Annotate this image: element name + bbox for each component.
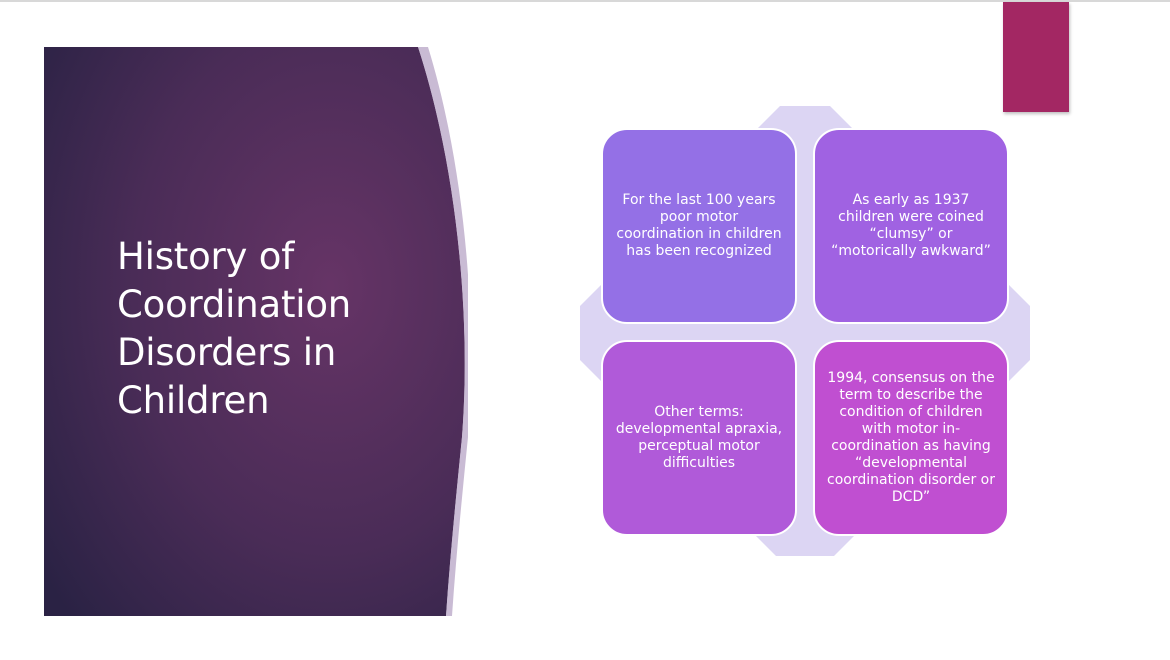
title-panel-background: [44, 47, 468, 616]
slide-title[interactable]: History of Coordination Disorders in Chi…: [117, 235, 352, 422]
history-tile-1-text: For the last 100 years poor motor coordi…: [616, 192, 782, 259]
title-panel: History of Coordination Disorders in Chi…: [44, 47, 468, 616]
history-tile-1[interactable]: For the last 100 years poor motor coordi…: [601, 128, 797, 324]
history-tile-3[interactable]: Other terms: developmental apraxia, perc…: [601, 340, 797, 536]
history-tile-4-text: 1994, consensus on the term to describe …: [827, 370, 996, 505]
history-tile-2-text: As early as 1937 children were coined “c…: [831, 192, 991, 259]
history-tile-2[interactable]: As early as 1937 children were coined “c…: [813, 128, 1009, 324]
accent-tab: [1003, 2, 1069, 112]
history-tile-4[interactable]: 1994, consensus on the term to describe …: [813, 340, 1009, 536]
window-top-border: [0, 0, 1170, 2]
history-tile-3-text: Other terms: developmental apraxia, perc…: [615, 404, 783, 471]
